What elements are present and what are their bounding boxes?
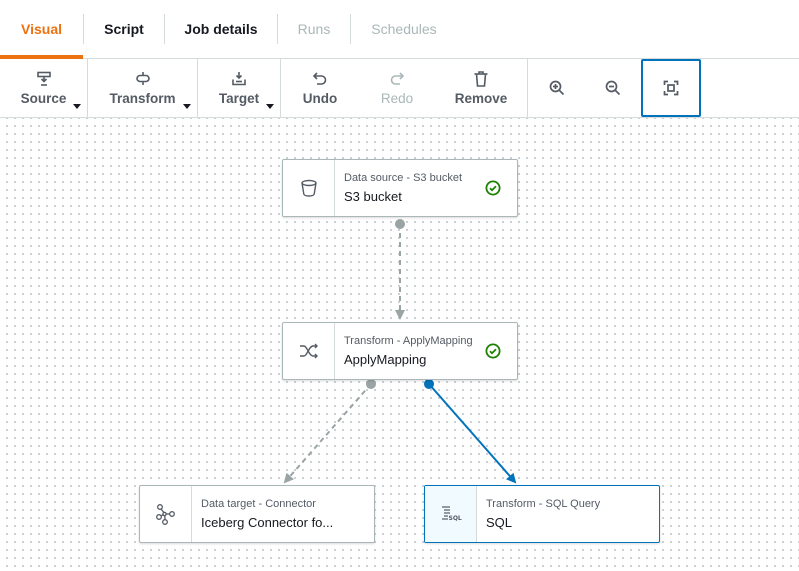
undo-label: Undo [302, 90, 338, 106]
node-name: SQL [486, 515, 513, 530]
undo-button[interactable]: Undo [281, 59, 359, 117]
edge-applymapping-to-connector[interactable] [283, 379, 376, 484]
fit-to-screen-icon [663, 80, 679, 96]
tab-label: Visual [21, 21, 62, 37]
shuffle-icon [299, 343, 318, 359]
node-type-label: Transform - SQL Query [486, 498, 601, 510]
zoom-out-icon [605, 80, 621, 96]
node-name: Iceberg Connector fo... [201, 515, 334, 530]
remove-button[interactable]: Remove [435, 59, 527, 117]
tab-label: Runs [297, 21, 331, 37]
tab-divider [277, 14, 278, 44]
zoom-out-button[interactable] [585, 59, 641, 117]
node-iceberg-connector[interactable]: Data target - Connector Iceberg Connecto… [139, 485, 375, 543]
fit-to-screen-button[interactable] [641, 59, 701, 117]
target-icon [232, 71, 246, 85]
caret-down-icon [73, 104, 81, 109]
connector-icon [155, 504, 175, 525]
tab-script[interactable]: Script [84, 0, 164, 58]
node-icon-area [283, 160, 335, 216]
tab-label: Script [104, 21, 144, 37]
caret-down-icon [266, 104, 274, 109]
tab-label: Schedules [371, 21, 437, 37]
target-label: Target [218, 90, 260, 106]
toolbar-divider [527, 59, 528, 117]
check-circle-icon [485, 343, 501, 359]
tab-label: Job details [184, 21, 258, 37]
target-button[interactable]: Target [198, 59, 280, 117]
zoom-in-icon [549, 80, 564, 96]
tab-runs[interactable]: Runs [278, 0, 350, 58]
redo-label: Redo [380, 90, 414, 106]
remove-label: Remove [454, 90, 508, 106]
tab-schedules[interactable]: Schedules [351, 0, 457, 58]
transform-button[interactable]: Transform [88, 59, 197, 117]
node-type-label: Transform - ApplyMapping [344, 335, 473, 347]
node-icon-area: SQL [425, 486, 477, 542]
redo-button[interactable]: Redo [359, 59, 435, 117]
node-icon-area [140, 486, 192, 542]
node-sql-query[interactable]: SQL Transform - SQL Query SQL [424, 485, 660, 543]
node-applymapping[interactable]: Transform - ApplyMapping ApplyMapping [282, 322, 518, 380]
tab-divider [350, 14, 351, 44]
zoom-in-button[interactable] [528, 59, 585, 117]
source-icon [36, 71, 51, 86]
node-type-label: Data target - Connector [201, 498, 316, 510]
toolbar-divider [280, 59, 281, 117]
node-s3-bucket[interactable]: Data source - S3 bucket S3 bucket [282, 159, 518, 217]
trash-icon [474, 70, 488, 87]
source-button[interactable]: Source [0, 59, 87, 117]
node-type-label: Data source - S3 bucket [344, 172, 463, 184]
edge-applymapping-to-sql[interactable] [424, 379, 517, 484]
svg-text:SQL: SQL [448, 515, 461, 522]
tab-divider [164, 14, 165, 44]
transform-icon [135, 71, 150, 85]
source-label: Source [20, 90, 67, 106]
redo-icon [390, 71, 405, 85]
tab-visual[interactable]: Visual [0, 0, 83, 59]
node-icon-area [283, 323, 335, 379]
transform-label: Transform [109, 90, 176, 106]
tab-divider [83, 14, 84, 44]
visual-toolbar: Source Transform Target Undo Redo Re [0, 59, 799, 118]
bucket-icon [300, 179, 317, 197]
toolbar-divider [197, 59, 198, 117]
tab-bar: Visual Script Job details Runs Schedules [0, 0, 799, 59]
check-circle-icon [485, 180, 501, 196]
edge-s3-to-applymapping[interactable] [395, 219, 405, 320]
job-canvas[interactable]: Data source - S3 bucket S3 bucket Transf… [0, 118, 799, 571]
undo-icon [312, 71, 327, 85]
toolbar-divider [87, 59, 88, 117]
tab-job-details[interactable]: Job details [165, 0, 277, 58]
caret-down-icon [183, 104, 191, 109]
sql-icon: SQL [441, 506, 461, 522]
edges-layer [283, 219, 517, 484]
